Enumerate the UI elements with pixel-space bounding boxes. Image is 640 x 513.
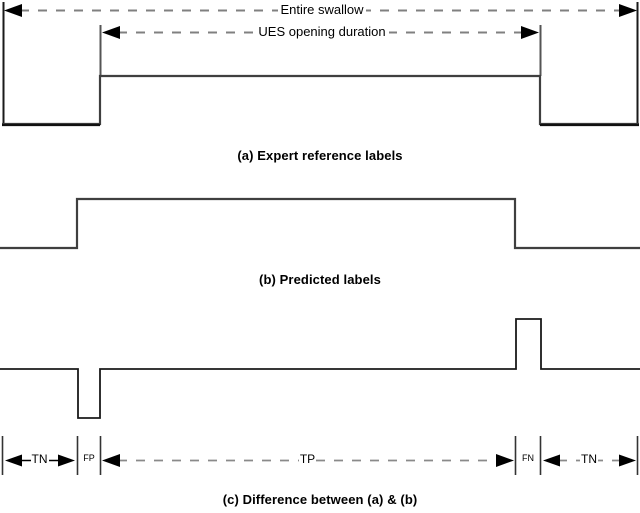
arrowhead-left-icon xyxy=(102,26,120,39)
arrowhead-left-icon xyxy=(102,454,120,467)
metric-label-tn-left: TN xyxy=(2,452,77,466)
panel-c-caption: (c) Difference between (a) & (b) xyxy=(222,492,418,507)
arrowhead-right-icon xyxy=(521,26,539,39)
panel-a-caption: (a) Expert reference labels xyxy=(237,148,403,163)
metric-label-tp-text: TP xyxy=(298,452,317,466)
metric-label-tp: TP xyxy=(100,452,515,466)
metric-label-tn-right: TN xyxy=(541,452,637,466)
expert-reference-waveform xyxy=(2,74,639,126)
entire-swallow-label-text: Entire swallow xyxy=(278,2,366,17)
predicted-labels-waveform xyxy=(0,197,640,250)
ues-opening-duration-label: UES opening duration xyxy=(100,24,544,39)
metric-label-fp-text: FP xyxy=(83,453,95,463)
metric-label-fn-text: FN xyxy=(522,453,534,463)
ues-opening-duration-label-text: UES opening duration xyxy=(255,24,389,39)
metric-label-tn-left-text: TN xyxy=(30,452,49,466)
metric-label-fn: FN xyxy=(516,453,540,463)
segment-ruler xyxy=(1,436,639,475)
arrowhead-right-icon xyxy=(619,454,636,467)
metric-label-tn-right-text: TN xyxy=(580,452,598,466)
arrowhead-right-icon xyxy=(496,454,514,467)
entire-swallow-label: Entire swallow xyxy=(0,2,640,17)
arrowhead-left-icon xyxy=(543,454,560,467)
arrowhead-right-icon xyxy=(619,4,637,17)
metric-label-fp: FP xyxy=(78,453,100,463)
tn-right-arrow xyxy=(543,454,636,467)
panel-c-group xyxy=(0,318,640,419)
entire-swallow-arrow xyxy=(4,4,637,17)
panel-b-caption: (b) Predicted labels xyxy=(259,272,381,287)
arrowhead-left-icon xyxy=(4,4,22,17)
arrowhead-left-icon xyxy=(5,454,22,467)
panel-a-group xyxy=(2,2,639,127)
tp-arrow xyxy=(102,454,514,467)
panel-b-group xyxy=(0,197,640,250)
arrowhead-right-icon xyxy=(58,454,75,467)
difference-waveform xyxy=(0,318,640,419)
